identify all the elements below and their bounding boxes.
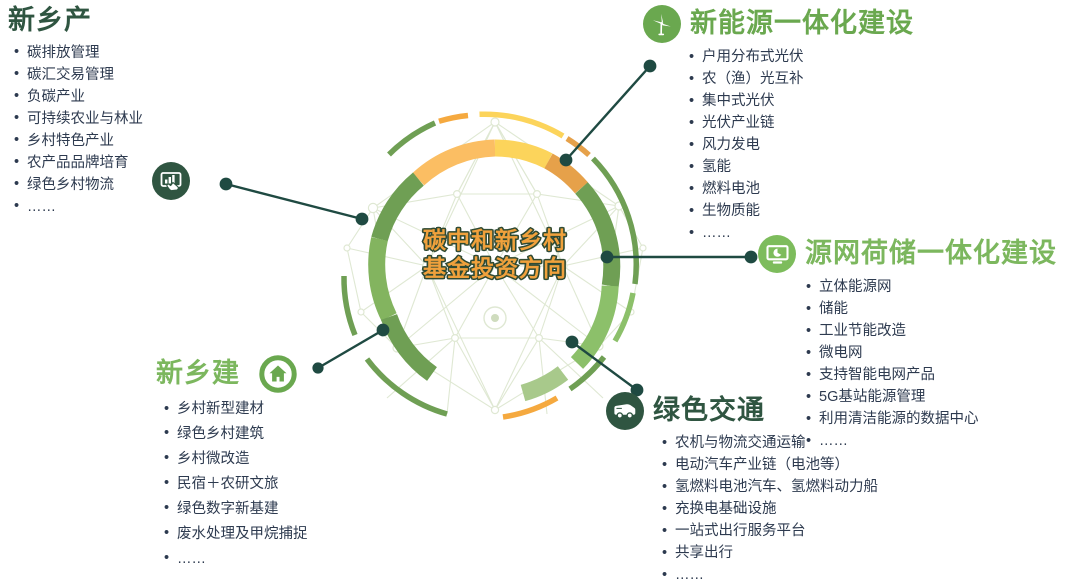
block-agri-list: 碳排放管理 碳汇交易管理 负碳产业 可持续农业与林业 乡村特色产业 农产品品牌培… xyxy=(14,41,143,218)
bus-icon-badge xyxy=(606,392,644,430)
infographic-canvas: 碳中和新乡村 基金投资方向 xyxy=(0,0,1080,566)
block-transport: 绿色交通 农机与物流交通运输 电动汽车产业链（电池等） 氢燃料电池汽车、氢燃料动… xyxy=(606,392,878,586)
block-agri-title: 新乡产 xyxy=(8,5,92,35)
list-item: 农（渔）光互补 xyxy=(689,68,914,90)
block-transport-list: 农机与物流交通运输 电动汽车产业链（电池等） 氢燃料电池汽车、氢燃料动力船 充换… xyxy=(662,431,878,586)
list-item: 氢燃料电池汽车、氢燃料动力船 xyxy=(662,476,878,498)
list-item: 充换电基础设施 xyxy=(662,498,878,520)
block-build-header: 新乡建 xyxy=(156,355,308,393)
block-grid: 源网荷储一体化建设 立体能源网 储能 工业节能改造 微电网 支持智能电网产品 5… xyxy=(758,235,1057,452)
block-grid-list: 立体能源网 储能 工业节能改造 微电网 支持智能电网产品 5G基站能源管理 利用… xyxy=(806,275,1057,452)
list-item: 利用清洁能源的数据中心 xyxy=(806,408,1057,430)
home-icon xyxy=(259,355,297,393)
list-item: 电动汽车产业链（电池等） xyxy=(662,454,878,476)
list-item: 共享出行 xyxy=(662,542,878,564)
list-item: 碳汇交易管理 xyxy=(14,63,143,86)
list-item: 绿色乡村物流 xyxy=(14,173,143,196)
list-item: 农产品品牌培育 xyxy=(14,151,143,174)
monitor-pie-icon xyxy=(765,244,789,264)
list-item: 乡村特色产业 xyxy=(14,129,143,152)
list-item: 绿色数字新基建 xyxy=(164,496,308,522)
list-item: 氢能 xyxy=(689,156,914,178)
mesh-focus-dot xyxy=(491,314,499,322)
block-agri-header: 新乡产 xyxy=(8,5,143,36)
list-item: 废水处理及甲烷捕捉 xyxy=(164,521,308,547)
mesh-focus-ring xyxy=(483,306,507,330)
list-item: 储能 xyxy=(806,298,1057,320)
list-item: 工业节能改造 xyxy=(806,320,1057,342)
list-item: …… xyxy=(662,564,878,586)
connector-dot-build-end xyxy=(312,362,324,374)
hub-rings-svg xyxy=(341,111,647,420)
block-energy-header: 新能源一体化建设 xyxy=(643,5,914,43)
block-grid-title: 源网荷储一体化建设 xyxy=(805,238,1057,269)
bus-icon xyxy=(614,404,636,419)
block-transport-title: 绿色交通 xyxy=(653,395,765,426)
list-item: 农机与物流交通运输 xyxy=(662,431,878,454)
block-build: 新乡建 乡村新型建材 绿色乡村建筑 乡村微改造 民宿＋农研文旅 绿色数字新基建 … xyxy=(156,355,308,572)
monitor-pie-icon-badge xyxy=(758,235,796,273)
list-item: 民宿＋农研文旅 xyxy=(164,471,308,497)
inner-ring-segments xyxy=(368,139,621,402)
list-item: 风力发电 xyxy=(689,134,914,156)
list-item: 立体能源网 xyxy=(806,275,1057,298)
connector-dot-agri-end xyxy=(219,177,233,191)
block-energy: 新能源一体化建设 户用分布式光伏 农（渔）光互补 集中式光伏 光伏产业链 风力发… xyxy=(643,5,914,244)
list-item: 集中式光伏 xyxy=(689,90,914,112)
list-item: 支持智能电网产品 xyxy=(806,364,1057,386)
presentation-chart-icon xyxy=(160,172,182,192)
wind-turbine-icon-badge xyxy=(643,5,681,43)
presentation-chart-icon-badge xyxy=(152,162,190,200)
list-item: 乡村新型建材 xyxy=(164,397,308,422)
list-item: 一站式出行服务平台 xyxy=(662,520,878,542)
list-item: 光伏产业链 xyxy=(689,112,914,134)
list-item: 燃料电池 xyxy=(689,178,914,200)
list-item: 绿色乡村建筑 xyxy=(164,421,308,447)
list-item: 微电网 xyxy=(806,342,1057,364)
list-item: …… xyxy=(14,195,143,218)
home-icon-badge xyxy=(259,355,297,393)
list-item: 碳排放管理 xyxy=(14,41,143,64)
block-grid-header: 源网荷储一体化建设 xyxy=(758,235,1057,273)
list-item: 负碳产业 xyxy=(14,85,143,108)
list-item: 户用分布式光伏 xyxy=(689,45,914,68)
list-item: 乡村微改造 xyxy=(164,446,308,472)
block-energy-title: 新能源一体化建设 xyxy=(690,8,914,39)
list-item: …… xyxy=(689,222,914,244)
block-build-list: 乡村新型建材 绿色乡村建筑 乡村微改造 民宿＋农研文旅 绿色数字新基建 废水处理… xyxy=(164,397,308,572)
central-hub-graphic: 碳中和新乡村 基金投资方向 xyxy=(327,98,663,434)
connector-dot-grid-end xyxy=(744,250,758,264)
list-item: 生物质能 xyxy=(689,200,914,222)
list-item: 可持续农业与林业 xyxy=(14,107,143,130)
block-agri: 新乡产 碳排放管理 碳汇交易管理 负碳产业 可持续农业与林业 乡村特色产业 农产… xyxy=(8,5,143,218)
list-item: 5G基站能源管理 xyxy=(806,386,1057,408)
list-item: …… xyxy=(164,546,308,572)
block-build-title: 新乡建 xyxy=(156,358,240,389)
block-transport-header: 绿色交通 xyxy=(606,392,878,430)
block-energy-list: 户用分布式光伏 农（渔）光互补 集中式光伏 光伏产业链 风力发电 氢能 燃料电池… xyxy=(689,45,914,244)
wind-turbine-icon xyxy=(652,13,671,36)
